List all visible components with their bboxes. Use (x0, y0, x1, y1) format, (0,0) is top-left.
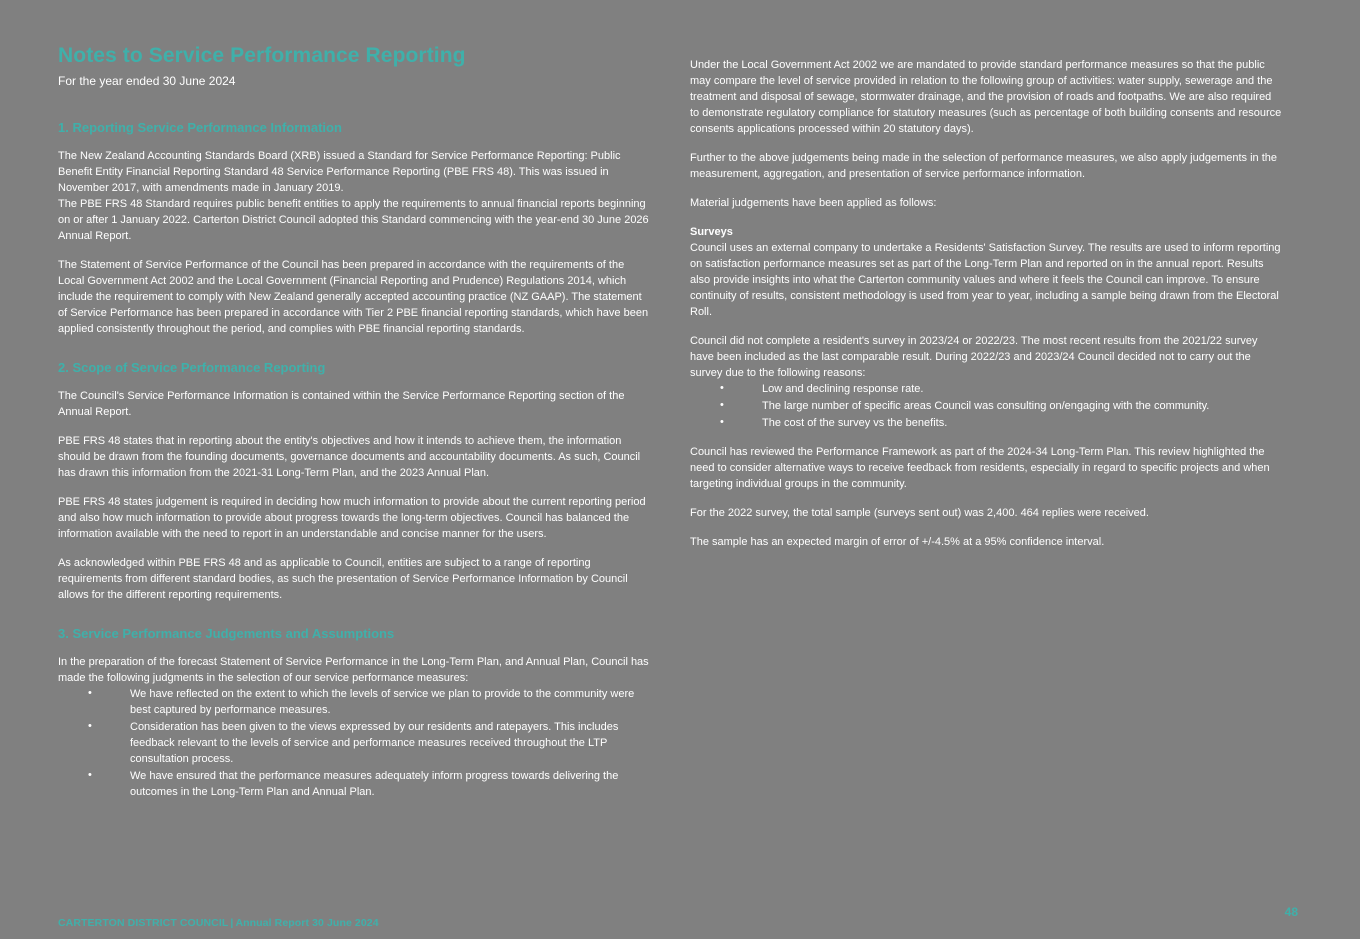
list-item: We have reflected on the extent to which… (88, 686, 650, 719)
paragraph: PBE FRS 48 states judgement is required … (58, 495, 646, 540)
paragraph: Council has reviewed the Performance Fra… (690, 445, 1270, 490)
page-subtitle: For the year ended 30 June 2024 (58, 74, 236, 89)
section-scope-of-service-performance-reporting: 2. Scope of Service Performance Reportin… (58, 360, 650, 604)
page-footer: CARTERTON DISTRICT COUNCIL|Annual Report… (58, 917, 379, 929)
page-number: 48 (1284, 905, 1298, 919)
list-item: Consideration has been given to the view… (88, 719, 650, 768)
footer-council-name: CARTERTON DISTRICT COUNCIL (58, 917, 229, 929)
section-heading: 1. Reporting Service Performance Informa… (58, 119, 342, 135)
paragraph: Council did not complete a resident's su… (690, 335, 1258, 379)
paragraph: The New Zealand Accounting Standards Boa… (58, 150, 621, 195)
paragraph: Council uses an external company to unde… (690, 242, 1281, 319)
list-item: The large number of specific areas Counc… (720, 398, 1282, 415)
section-surveys: Surveys Council uses an external company… (690, 225, 1282, 551)
paragraph: For the 2022 survey, the total sample (s… (690, 506, 1149, 519)
section-service-performance-judgements-and-assumptions: 3. Service Performance Judgements and As… (58, 626, 650, 801)
paragraph: The Council's Service Performance Inform… (58, 390, 625, 419)
paragraph: The Statement of Service Performance of … (58, 258, 649, 335)
list-item: The cost of the survey vs the benefits. (720, 415, 1282, 432)
section-heading: 2. Scope of Service Performance Reportin… (58, 359, 326, 375)
section-reporting-service-performance-information: 1. Reporting Service Performance Informa… (58, 120, 650, 338)
surveys-heading: Surveys (690, 225, 733, 238)
footer-separator: | (230, 917, 234, 929)
list-item: We have ensured that the performance mea… (88, 768, 650, 801)
paragraph: Under the Local Government Act 2002 we a… (690, 59, 1282, 135)
judgements-bullet-list: We have reflected on the extent to which… (58, 686, 650, 801)
section-heading: 3. Service Performance Judgements and As… (58, 625, 395, 641)
paragraph: The sample has an expected margin of err… (690, 535, 1105, 548)
paragraph: Material judgements have been applied as… (690, 196, 937, 209)
footer-report-label: Annual Report 30 June 2024 (235, 917, 379, 929)
right-column: Under the Local Government Act 2002 we a… (690, 44, 1282, 814)
paragraph: In the preparation of the forecast State… (58, 656, 649, 685)
paragraph: PBE FRS 48 states that in reporting abou… (58, 435, 641, 479)
two-column-layout: Notes to Service Performance Reporting F… (0, 44, 1360, 814)
left-column: Notes to Service Performance Reporting F… (58, 44, 650, 814)
paragraph: As acknowledged within PBE FRS 48 and as… (58, 556, 628, 601)
survey-reasons-bullet-list: Low and declining response rate. The lar… (690, 381, 1282, 432)
list-item: Low and declining response rate. (720, 381, 1282, 398)
paragraph: Further to the above judgements being ma… (690, 151, 1278, 180)
page-title: Notes to Service Performance Reporting (58, 44, 466, 67)
paragraph: The PBE FRS 48 Standard requires public … (58, 198, 649, 243)
